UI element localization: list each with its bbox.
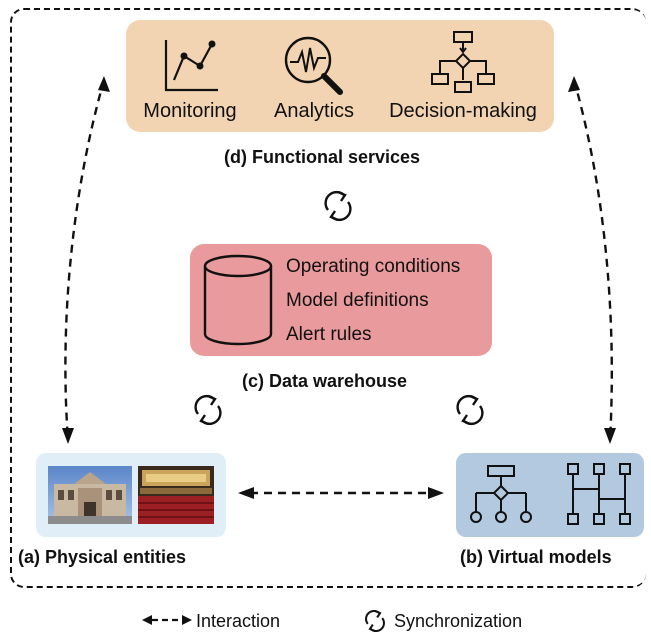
sync-icon-left [194, 394, 222, 426]
database-icon [203, 254, 273, 346]
analytics-icon [284, 36, 343, 95]
decision-making-label: Decision-making [389, 100, 537, 122]
synchronization-legend-label: Synchronization [394, 611, 523, 631]
monitoring-label: Monitoring [143, 100, 237, 122]
functional-services-caption: (d) Functional services [224, 147, 421, 167]
operating-conditions-item: Operating conditions [286, 256, 461, 277]
alert-rules-item: Alert rules [286, 324, 372, 345]
hierarchy-tree-icon [470, 465, 532, 523]
grid-structure-icon [567, 463, 631, 525]
data-warehouse-caption: (c) Data warehouse [242, 371, 408, 391]
synchronization-legend-icon [365, 609, 385, 633]
interaction-legend-arrow-icon [142, 615, 192, 625]
sync-icon-top [324, 190, 352, 222]
outer-dashed-frame [10, 8, 646, 588]
analytics-label: Analytics [273, 100, 355, 122]
functional-services-box [126, 20, 554, 132]
theater-interior-photo [138, 466, 214, 524]
monitoring-icon [164, 40, 218, 92]
physical-entities-caption: (a) Physical entities [18, 547, 187, 567]
data-warehouse-box [190, 244, 492, 356]
building-exterior-photo [48, 466, 132, 524]
model-definitions-item: Model definitions [286, 290, 429, 311]
virtual-models-caption: (b) Virtual models [460, 547, 612, 567]
sync-icon-right [456, 394, 484, 426]
interaction-legend-label: Interaction [196, 611, 281, 631]
flowchart-icon [431, 31, 495, 93]
